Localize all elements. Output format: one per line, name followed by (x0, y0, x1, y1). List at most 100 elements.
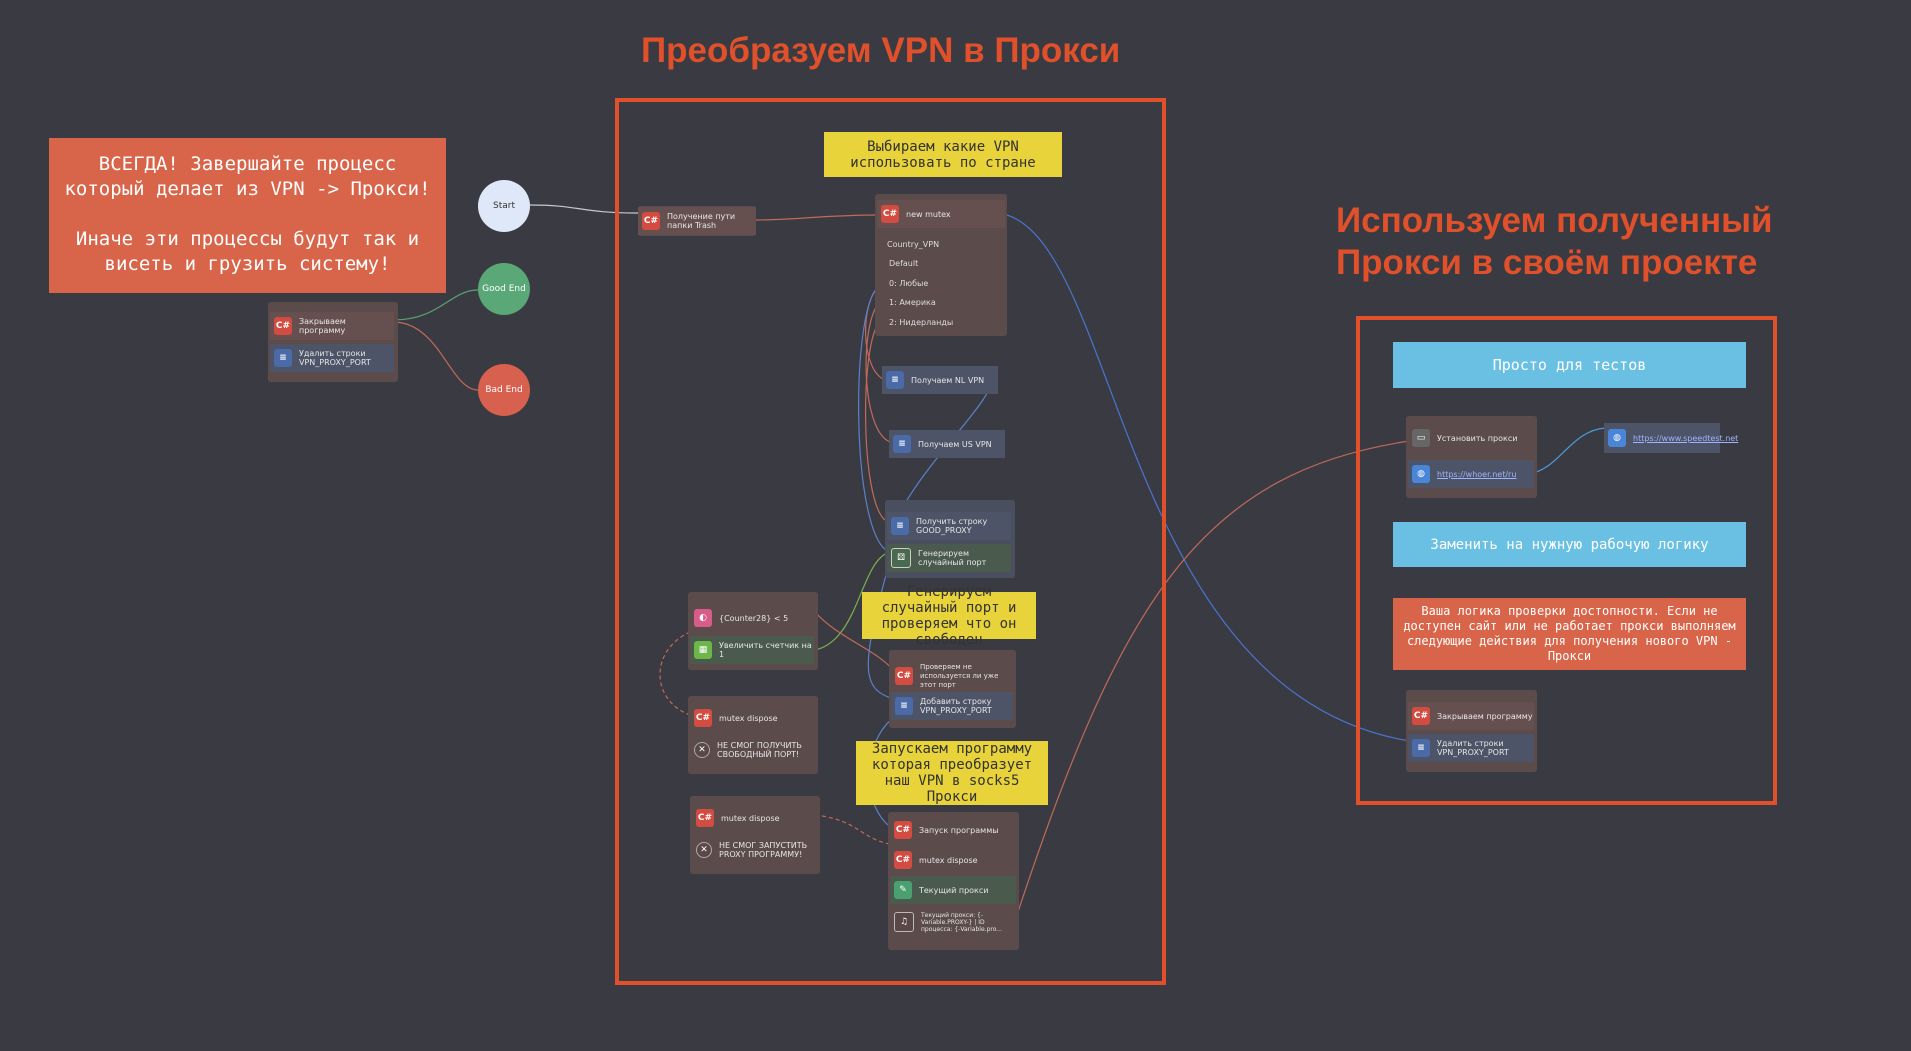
action-label: Закрываем программу (1437, 711, 1533, 721)
main-title: Преобразуем VPN в Прокси (641, 31, 1121, 70)
left-close-group[interactable]: C# Закрываем программу ≡ Удалить строки … (268, 302, 398, 382)
note-logic: Ваша логика проверки достопности. Если н… (1393, 598, 1746, 670)
action-label: Удалить строки VPN_PROXY_PORT (299, 349, 371, 367)
csharp-icon: C# (881, 205, 899, 223)
speedtest-link[interactable]: https://www.speedtest.net (1633, 433, 1739, 443)
note-tests: Просто для тестов (1393, 342, 1746, 388)
run-mutex-dispose-action[interactable]: C# mutex dispose (890, 846, 1016, 874)
action-label: Добавить строку VPN_PROXY_PORT (920, 697, 992, 715)
stop-icon: ✕ (696, 842, 712, 858)
list-icon: ≡ (891, 517, 909, 535)
mutex-dispose-action[interactable]: C# mutex dispose (690, 704, 814, 732)
list-icon: ≡ (886, 371, 904, 389)
action-label: Текущий прокси (919, 885, 989, 895)
note-run-program: Запускаем программу которая преобразует … (856, 741, 1048, 805)
fail-port-message[interactable]: ✕ НЕ СМОГ ПОЛУЧИТЬ СВОБОДНЫЙ ПОРТ! (690, 736, 814, 764)
action-label: Установить прокси (1437, 433, 1518, 443)
action-label: mutex dispose (919, 855, 978, 865)
fail-proxy-message[interactable]: ✕ НЕ СМОГ ЗАПУСТИТЬ PROXY ПРОГРАММУ! (692, 836, 816, 864)
set-proxy-action[interactable]: ▭ Установить прокси (1408, 424, 1534, 452)
add-line-action[interactable]: ≡ Добавить строку VPN_PROXY_PORT (891, 692, 1013, 720)
mutex-dispose-action[interactable]: C# mutex dispose (692, 804, 816, 832)
trash-node[interactable]: C# Получение пути папки Trash (638, 206, 756, 236)
check-port-group[interactable]: C# Проверяем не используется ли уже этот… (889, 650, 1016, 728)
list-icon: ≡ (895, 697, 913, 715)
note-gen-port: Генерируем случайный порт и проверяем чт… (862, 584, 1036, 648)
right-title: Используем полученный Прокси в своём про… (1336, 201, 1773, 282)
csharp-icon: C# (894, 851, 912, 869)
trash-action[interactable]: C# Получение пути папки Trash (638, 207, 756, 235)
bell-icon: ♫ (894, 912, 914, 932)
note-choose-vpn: Выбираем какие VPN использовать по стран… (824, 132, 1062, 177)
get-nl-vpn-action[interactable]: ≡ Получаем NL VPN (882, 366, 998, 394)
action-label: Получить строку GOOD_PROXY (916, 517, 988, 535)
warning-note: ВСЕГДА! Завершайте процесс который делае… (49, 138, 446, 293)
dice-icon: ⚄ (891, 548, 911, 568)
action-label: Текущий прокси: {-Variable.PROXY-} | ID … (921, 911, 1002, 933)
port-group[interactable]: ≡ Получить строку GOOD_PROXY ⚄ Генерируе… (885, 500, 1015, 578)
action-label: Запуск программы (919, 825, 999, 835)
list-icon: ≡ (274, 349, 292, 367)
mutex-fail-proxy-group[interactable]: C# mutex dispose ✕ НЕ СМОГ ЗАПУСТИТЬ PRO… (690, 796, 820, 874)
check-port-action[interactable]: C# Проверяем не используется ли уже этот… (891, 662, 1013, 690)
close-program-action[interactable]: C# Закрываем программу (270, 312, 394, 340)
action-label: Получаем US VPN (918, 439, 992, 449)
get-good-proxy-action[interactable]: ≡ Получить строку GOOD_PROXY (887, 512, 1011, 540)
list-icon: ≡ (893, 435, 911, 453)
csharp-icon: C# (895, 667, 913, 685)
switch-case-1: 1: Америка (889, 298, 936, 307)
right-close-group[interactable]: C# Закрываем программу ≡ Удалить строки … (1406, 690, 1537, 772)
action-label: new mutex (906, 209, 951, 219)
list-icon: ≡ (1412, 739, 1430, 757)
action-label: НЕ СМОГ ЗАПУСТИТЬ PROXY ПРОГРАММУ! (719, 841, 808, 859)
run-program-group[interactable]: C# Запуск программы C# mutex dispose ✎ Т… (888, 812, 1019, 950)
main-frame (615, 98, 1166, 985)
good-end-node[interactable]: Good End (478, 263, 530, 315)
bad-end-node[interactable]: Bad End (478, 364, 530, 416)
csharp-icon: C# (642, 212, 660, 230)
action-label: Получаем NL VPN (911, 375, 985, 385)
start-node[interactable]: Start (478, 180, 530, 232)
current-proxy-action[interactable]: ✎ Текущий прокси (890, 876, 1016, 904)
globe-icon: ◍ (1608, 429, 1626, 447)
switch-case-0: 0: Любые (889, 279, 929, 288)
switch-variable: Country_VPN (887, 240, 940, 249)
csharp-icon: C# (1412, 707, 1430, 725)
open-speedtest-action[interactable]: ◍ https://www.speedtest.net (1604, 423, 1738, 453)
new-mutex-action[interactable]: C# new mutex (877, 200, 1005, 228)
run-program-action[interactable]: C# Запуск программы (890, 816, 1016, 844)
increment-counter-action[interactable]: ▦ Увеличить счетчик на 1 (690, 636, 814, 664)
mutex-switch-node[interactable]: C# new mutex Country_VPN Default 0: Любы… (875, 194, 1007, 336)
csharp-icon: C# (696, 809, 714, 827)
counter-group[interactable]: ◐ {Counter28} < 5 ▦ Увеличить счетчик на… (688, 592, 818, 670)
right-delete-lines-action[interactable]: ≡ Удалить строки VPN_PROXY_PORT (1408, 734, 1534, 762)
action-label: mutex dispose (721, 813, 780, 823)
csharp-icon: C# (694, 709, 712, 727)
log-action[interactable]: ♫ Текущий прокси: {-Variable.PROXY-} | I… (890, 908, 1016, 936)
monitor-icon: ▭ (1412, 429, 1430, 447)
pencil-icon: ✎ (894, 881, 912, 899)
action-label: Удалить строки VPN_PROXY_PORT (1437, 739, 1509, 757)
csharp-icon: C# (274, 317, 292, 335)
whoer-link[interactable]: https://whoer.net/ru (1437, 469, 1517, 479)
get-us-vpn-action[interactable]: ≡ Получаем US VPN (889, 430, 1005, 458)
grid-icon: ▦ (694, 641, 712, 659)
csharp-icon: C# (894, 821, 912, 839)
right-close-program-action[interactable]: C# Закрываем программу (1408, 702, 1534, 730)
action-label: {Counter28} < 5 (719, 613, 789, 623)
action-label: Генерируем случайный порт (918, 549, 987, 567)
counter-condition[interactable]: ◐ {Counter28} < 5 (690, 604, 814, 632)
switch-default: Default (889, 259, 919, 268)
set-proxy-group[interactable]: ▭ Установить прокси ◍ https://whoer.net/… (1406, 416, 1537, 498)
mutex-fail-port-group[interactable]: C# mutex dispose ✕ НЕ СМОГ ПОЛУЧИТЬ СВОБ… (688, 696, 818, 774)
gen-port-action[interactable]: ⚄ Генерируем случайный порт (887, 544, 1011, 572)
right-frame (1356, 316, 1777, 805)
open-whoer-action[interactable]: ◍ https://whoer.net/ru (1408, 460, 1534, 488)
stop-icon: ✕ (694, 742, 710, 758)
toggle-icon: ◐ (694, 609, 712, 627)
action-label: Закрываем программу (299, 317, 346, 335)
delete-lines-action[interactable]: ≡ Удалить строки VPN_PROXY_PORT (270, 344, 394, 372)
globe-icon: ◍ (1412, 465, 1430, 483)
switch-case-2: 2: Нидерланды (889, 318, 954, 327)
action-label: НЕ СМОГ ПОЛУЧИТЬ СВОБОДНЫЙ ПОРТ! (717, 741, 802, 759)
